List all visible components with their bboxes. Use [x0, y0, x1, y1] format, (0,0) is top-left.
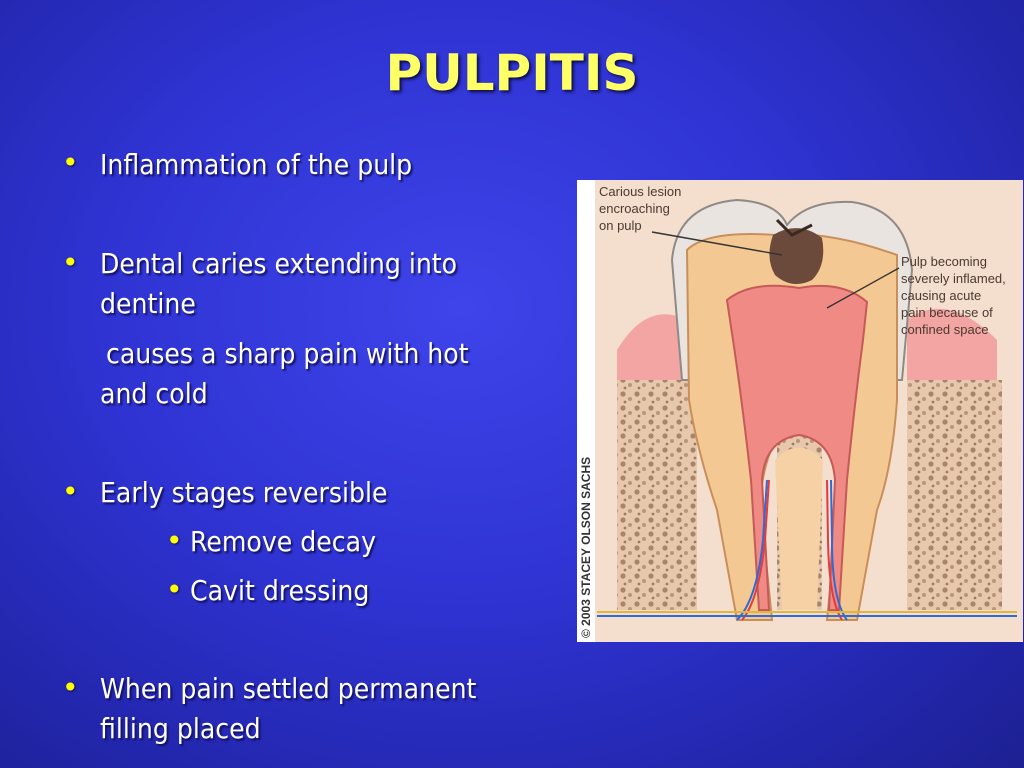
- bullet-dot: •: [62, 671, 79, 704]
- pulp: [725, 284, 869, 611]
- tooth-illustration: Carious lesion encroaching on pulp Pulp …: [577, 180, 1023, 642]
- label-carious-lesion: Carious lesion encroaching on pulp: [599, 184, 685, 233]
- carious-lesion: [769, 228, 824, 284]
- bullet-dot: •: [62, 475, 79, 508]
- bone-right: [907, 380, 1002, 610]
- bullet-permanent-filling: When pain settled permanent: [100, 672, 477, 705]
- sub-bullet-dot: •: [166, 524, 183, 557]
- bullet-dot: •: [62, 246, 79, 279]
- bullet-sharp-pain: causes a sharp pain with hot: [106, 337, 469, 370]
- fissure: [775, 218, 813, 237]
- label-pulp-inflamed: Pulp becoming severely inflamed, causing…: [901, 254, 1009, 337]
- pulp-inner-gap: [775, 447, 823, 610]
- bone-left: [617, 380, 697, 610]
- bullet-inflammation: Inflammation of the pulp: [100, 148, 413, 181]
- sub-bullet-dot: •: [166, 573, 183, 606]
- vessel-blue: [736, 479, 768, 621]
- illustration-credit: © 2003 STACEY OLSON SACHS: [579, 457, 593, 638]
- bullet-dental-caries-cont: dentine: [100, 287, 196, 320]
- vessel-red: [741, 479, 770, 621]
- slide-title: PULPITIS: [385, 44, 639, 102]
- bullet-dental-caries: Dental caries extending into: [100, 247, 458, 280]
- bullet-dot: •: [62, 146, 79, 179]
- sub-bullet-cavit-dressing: Cavit dressing: [190, 574, 370, 607]
- bullet-permanent-filling-cont: filling placed: [100, 712, 261, 745]
- vessel-blue: [830, 479, 848, 621]
- bullet-sharp-pain-cont: and cold: [100, 377, 208, 410]
- sub-bullet-remove-decay: Remove decay: [190, 525, 376, 558]
- vessel-red: [826, 479, 843, 621]
- bullet-early-stages: Early stages reversible: [100, 476, 388, 509]
